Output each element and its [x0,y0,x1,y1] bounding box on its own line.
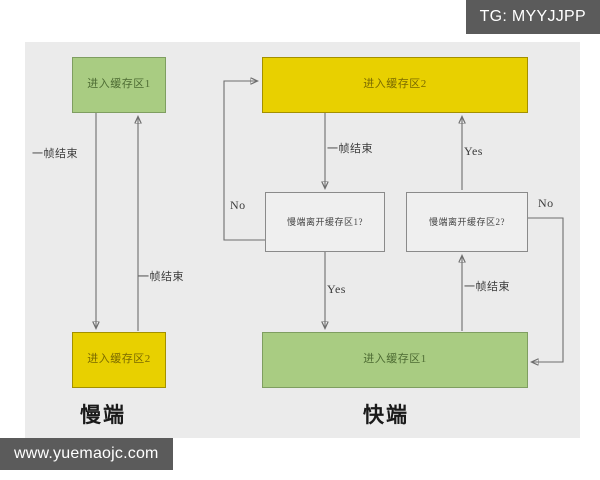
edge-label-slow-up: 一帧结束 [138,271,184,283]
column-title-slow: 慢端 [80,404,126,427]
column-title-fast: 快端 [363,404,409,427]
edge-label-slow-down: 一帧结束 [32,148,78,160]
node-label: 慢端离开缓存区1? [287,216,363,227]
edge-label-fast-frame-top: 一帧结束 [327,143,373,155]
edge-label-fast-yes-bottom: Yes [327,282,346,296]
node-label: 进入缓存区1 [87,78,151,91]
node-label: 慢端离开缓存区2? [429,216,505,227]
node-slow-enter-buffer-2[interactable]: 进入缓存区2 [72,332,166,388]
node-fast-enter-buffer-1[interactable]: 进入缓存区1 [262,332,528,388]
edge-label-fast-no-right: No [538,196,554,210]
edge-label-fast-frame-bottom: 一帧结束 [464,281,510,293]
node-decision-slow-left-buffer-2[interactable]: 慢端离开缓存区2? [406,192,528,252]
edge-label-fast-no-left: No [230,198,246,212]
website-watermark: www.yuemaojc.com [0,438,173,470]
telegram-badge: TG: MYYJJPP [465,0,600,34]
node-label: 进入缓存区2 [87,353,151,366]
node-label: 进入缓存区1 [363,353,427,366]
node-slow-enter-buffer-1[interactable]: 进入缓存区1 [72,57,166,113]
edge-label-fast-yes-right: Yes [464,144,483,158]
telegram-badge-text: TG: MYYJJPP [479,8,586,25]
website-watermark-text: www.yuemaojc.com [14,445,159,462]
node-decision-slow-left-buffer-1[interactable]: 慢端离开缓存区1? [265,192,385,252]
node-label: 进入缓存区2 [363,78,427,91]
node-fast-enter-buffer-2[interactable]: 进入缓存区2 [262,57,528,113]
